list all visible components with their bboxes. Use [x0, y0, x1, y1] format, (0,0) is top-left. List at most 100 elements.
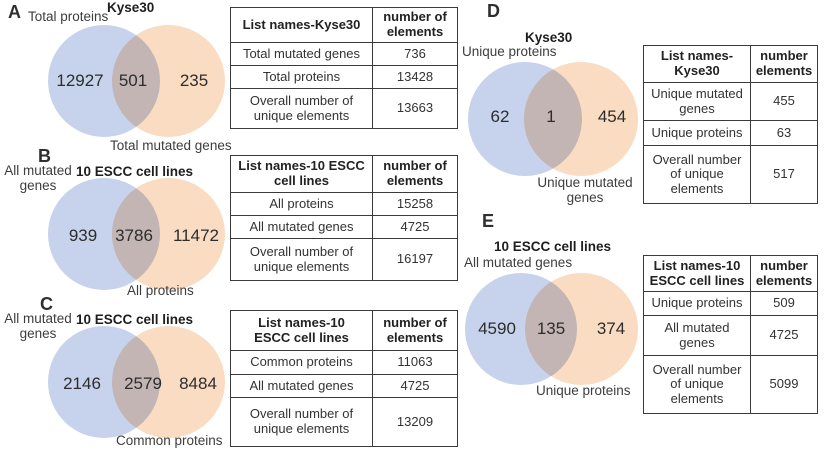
table-cell: Overall number of unique elements [643, 145, 751, 204]
panel-e-left-set-label: All mutated genes [464, 255, 573, 270]
table-row: Overall number of unique elements 517 [643, 145, 818, 204]
table-cell: Overall number of unique elements [230, 88, 373, 129]
table-cell: 517 [750, 145, 818, 204]
panel-e-table-header-count: number elements [750, 255, 818, 292]
table-row: Total mutated genes 736 [230, 42, 458, 66]
table-row: Overall number of unique elements 13209 [230, 397, 458, 447]
panel-c-table-header-list-names: List names-10 ESCC cell lines [230, 310, 373, 351]
table-cell: Total mutated genes [230, 42, 373, 66]
panel-a-table: List names-Kyse30 number of elements Tot… [230, 7, 458, 129]
table-cell: 16197 [372, 238, 458, 281]
table-cell: Total proteins [230, 65, 373, 89]
table-cell: 736 [372, 42, 458, 66]
table-cell: 13428 [372, 65, 458, 89]
table-row: Overall number of unique elements 5099 [643, 355, 818, 414]
panel-a-venn-circle-right [112, 25, 225, 137]
panel-c-count-right-only: 8484 [179, 374, 217, 393]
panel-d-label: D [487, 1, 500, 21]
panel-b-count-overlap: 3786 [115, 226, 153, 245]
table-cell: Common proteins [230, 350, 373, 375]
panel-a-table-header-list-names: List names-Kyse30 [230, 7, 373, 43]
panel-d-count-right-only: 454 [597, 107, 627, 126]
panel-b-count-right-only: 11472 [172, 226, 220, 245]
table-row: All proteins 15258 [230, 192, 458, 216]
panel-e-table-header-list-names: List names-10 ESCC cell lines [643, 255, 751, 292]
panel-e-table: List names-10 ESCC cell lines number ele… [643, 255, 818, 414]
table-cell: 4725 [750, 315, 818, 356]
panel-e-label: E [482, 211, 495, 231]
table-cell: 15258 [372, 192, 458, 216]
panel-b-table-header-list-names: List names-10 ESCC cell lines [230, 155, 373, 193]
panel-c-left-set-label: All mutated genes [4, 311, 72, 341]
table-cell: Overall number of unique elements [230, 238, 373, 281]
table-row: Total proteins 13428 [230, 65, 458, 89]
panel-e-count-left-only: 4590 [478, 319, 516, 338]
panel-d-right-set-label: Unique mutated genes [537, 175, 633, 205]
panel-c-venn-title: 10 ESCC cell lines [76, 312, 194, 327]
panel-d-table-header-list-names: List names- Kyse30 [643, 45, 751, 83]
table-cell: 4725 [372, 215, 458, 239]
panel-a-table-header-count: number of elements [372, 7, 458, 43]
panel-a-left-set-label: Total proteins [28, 9, 109, 24]
table-cell: Unique proteins [643, 120, 751, 146]
panel-d-table: List names- Kyse30 number elements Uniqu… [643, 45, 818, 204]
table-cell: All proteins [230, 192, 373, 216]
panel-b-venn-circle-right [112, 178, 225, 290]
table-row: Common proteins 11063 [230, 350, 458, 375]
table-cell: 455 [750, 82, 818, 121]
panel-c-label: C [40, 294, 53, 314]
panel-c-count-overlap: 2579 [124, 374, 162, 393]
panel-b-table: List names-10 ESCC cell lines number of … [230, 155, 458, 281]
table-cell: All mutated genes [230, 215, 373, 239]
panel-c-venn-circle-right [112, 326, 225, 438]
panel-b-table-header-count: number of elements [372, 155, 458, 193]
panel-d-venn-title: Kyse30 [525, 30, 573, 45]
panel-c-table-header-count: number of elements [372, 310, 458, 351]
table-cell: 5099 [750, 355, 818, 414]
panel-b-count-left-only: 939 [68, 226, 98, 245]
table-cell: 4725 [372, 374, 458, 398]
table-row: Unique proteins 509 [643, 291, 818, 316]
panel-e-venn-title: 10 ESCC cell lines [494, 239, 612, 254]
panel-d-left-set-label: Unique proteins [462, 44, 557, 59]
table-cell: 13663 [372, 88, 458, 129]
panel-a-count-overlap: 501 [118, 71, 148, 90]
panel-d-count-overlap: 1 [546, 107, 556, 126]
table-cell: All mutated genes [643, 315, 751, 356]
panel-c-count-left-only: 2146 [63, 374, 101, 393]
table-cell: Overall number of unique elements [643, 355, 751, 414]
panel-e-count-right-only: 374 [596, 319, 626, 338]
table-cell: 63 [750, 120, 818, 146]
panel-a-count-right-only: 235 [179, 71, 209, 90]
panel-d-venn-circle-right [524, 62, 638, 176]
panel-d-table-header-count: number elements [750, 45, 818, 83]
table-cell: Overall number of unique elements [230, 397, 373, 447]
panel-c-right-set-label: Common proteins [116, 433, 223, 448]
panel-c-table: List names-10 ESCC cell lines number of … [230, 310, 458, 447]
panel-e-venn-circle-right [525, 273, 638, 385]
table-row: Overall number of unique elements 16197 [230, 238, 458, 281]
table-cell: Unique proteins [643, 291, 751, 316]
panel-a-venn-title: Kyse30 [107, 0, 155, 15]
table-row: All mutated genes 4725 [230, 215, 458, 239]
panel-a-label: A [8, 2, 21, 22]
panel-e-right-set-label: Unique proteins [536, 383, 631, 398]
table-row: Unique mutated genes 455 [643, 82, 818, 121]
panel-d-count-left-only: 62 [490, 107, 510, 126]
panel-b-left-set-label: All mutated genes [4, 163, 72, 193]
table-cell: All mutated genes [230, 374, 373, 398]
panel-a-right-set-label: Total mutated genes [110, 138, 232, 153]
table-cell: 509 [750, 291, 818, 316]
table-cell: 13209 [372, 397, 458, 447]
panel-b-right-set-label: All proteins [127, 283, 194, 298]
panel-e-count-overlap: 135 [536, 319, 566, 338]
panel-a-count-left-only: 12927 [56, 71, 104, 90]
table-row: All mutated genes 4725 [230, 374, 458, 398]
table-row: Overall number of unique elements 13663 [230, 88, 458, 129]
table-cell: 11063 [372, 350, 458, 375]
table-cell: Unique mutated genes [643, 82, 751, 121]
panel-b-venn-title: 10 ESCC cell lines [76, 164, 194, 179]
panel-b-label: B [38, 146, 51, 166]
table-row: All mutated genes 4725 [643, 315, 818, 356]
